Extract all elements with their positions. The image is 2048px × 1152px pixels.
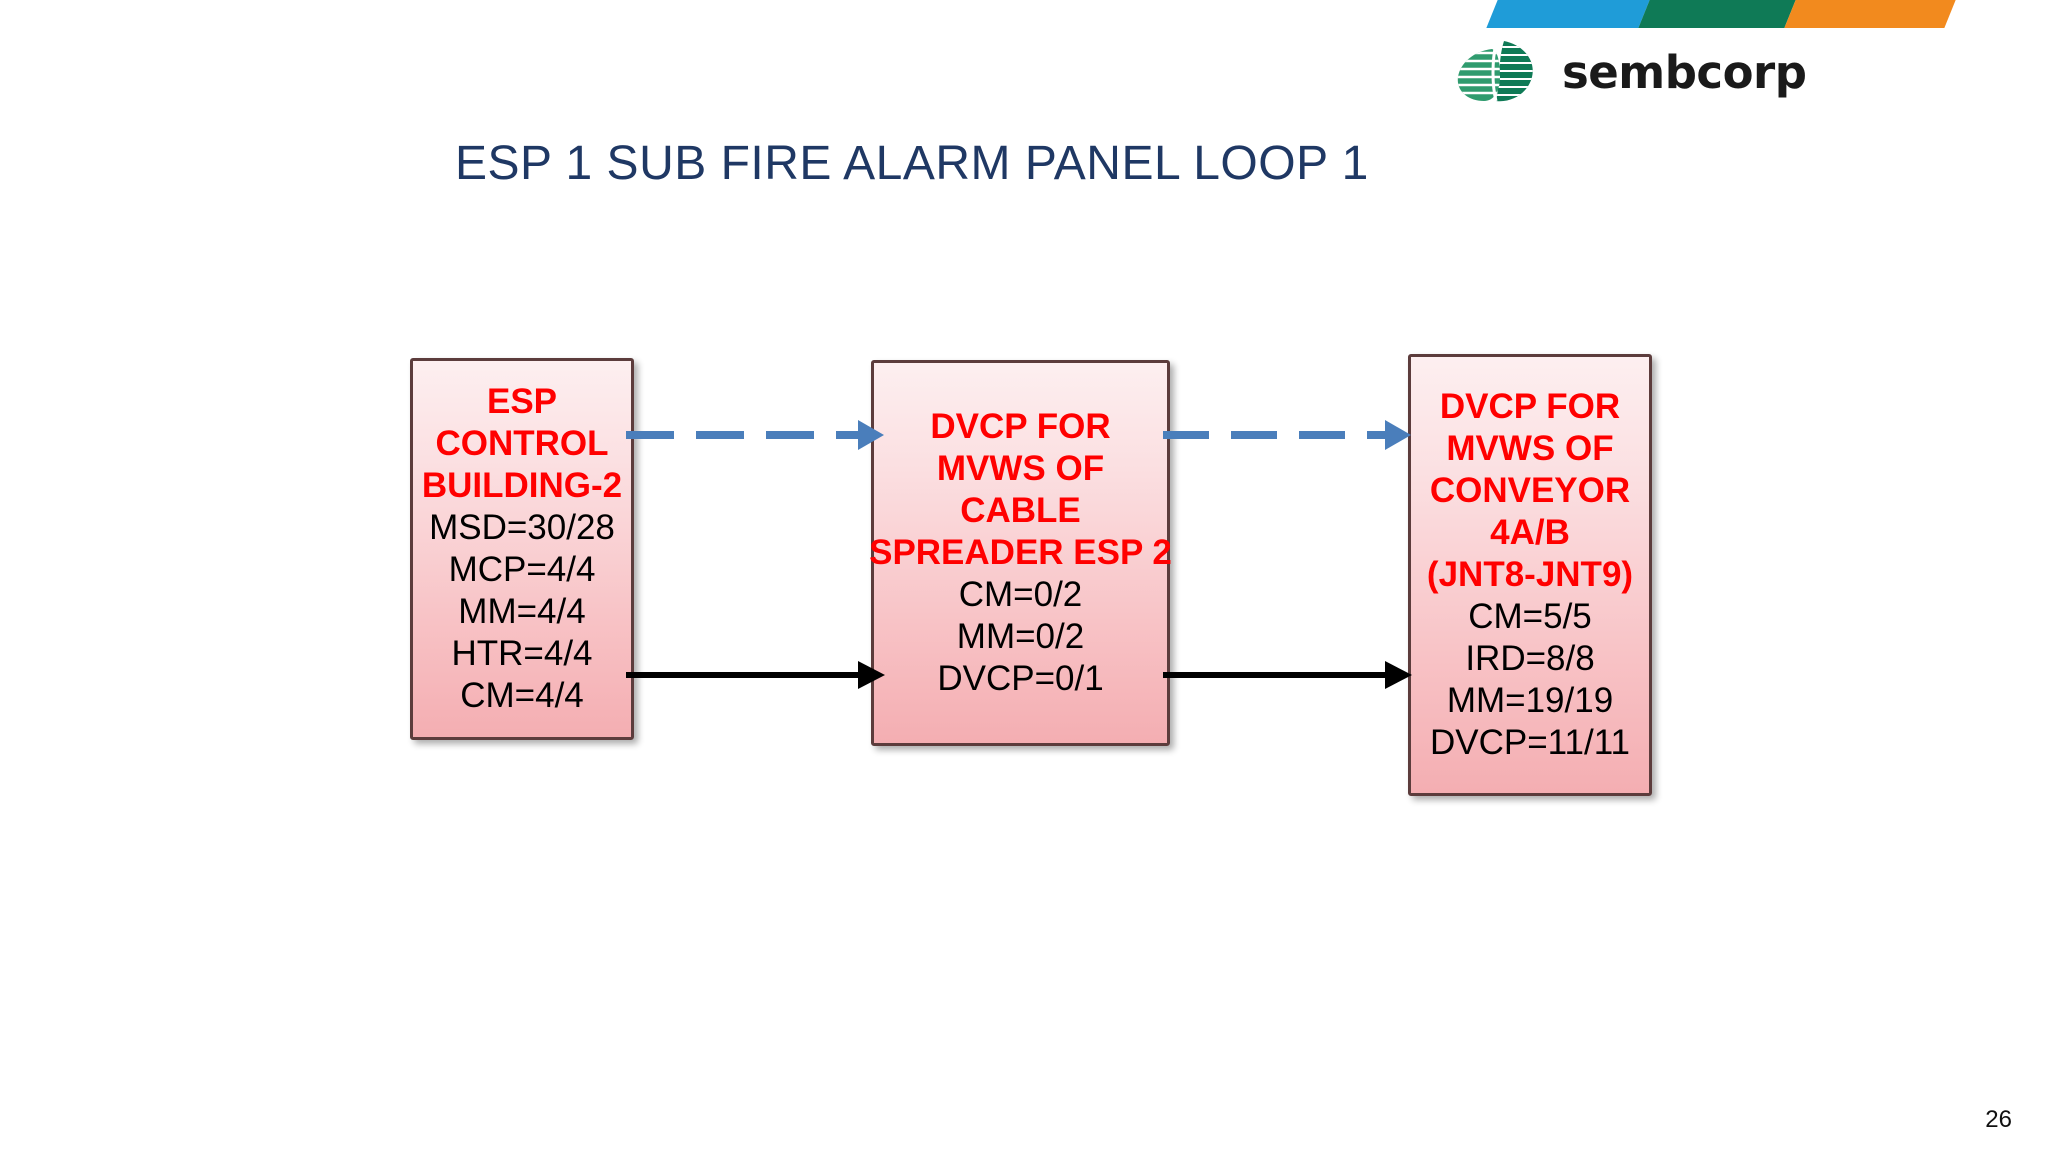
node-value-line: CM=5/5 <box>1468 597 1592 636</box>
banner-stripe-green <box>1635 0 1799 28</box>
node-value-line: DVCP=11/11 <box>1429 723 1631 762</box>
node-title-line: CONTROL <box>435 424 609 463</box>
diagram-node-esp-control-building-2[interactable]: ESP CONTROL BUILDING-2 MSD=30/28 MCP=4/4… <box>410 358 634 740</box>
node-value-line: MM=4/4 <box>458 592 586 631</box>
connector-dashed-box2-box3 <box>1163 420 1411 450</box>
diagram-node-dvcp-mvws-cable-spreader-esp-2[interactable]: DVCP FOR MVWS OF CABLE SPREADER ESP 2 CM… <box>869 360 1172 746</box>
node-value-line: CM=0/2 <box>958 575 1083 614</box>
node-value-line: CM=4/4 <box>460 676 584 715</box>
node-value-line: IRD=8/8 <box>1465 639 1595 678</box>
node-title-line: MVWS OF <box>936 449 1105 488</box>
brand-banner <box>1462 0 2048 28</box>
node-value-line: MCP=4/4 <box>448 550 596 589</box>
node-value-line: MM=19/19 <box>1446 681 1614 720</box>
node-value-line: MM=0/2 <box>956 617 1085 656</box>
sembcorp-leaf-icon <box>1457 41 1533 102</box>
node-value-line: HTR=4/4 <box>451 634 593 673</box>
connector-solid-box2-box3 <box>1163 661 1412 689</box>
node-title-line: BUILDING-2 <box>421 466 623 505</box>
brand-logo: sembcorp <box>1452 36 1922 108</box>
node-title-line: MVWS OF <box>1446 429 1614 468</box>
node-title-line: ESP <box>486 382 558 421</box>
page-number: 26 <box>1985 1106 2012 1133</box>
node-title-line: (JNT8-JNT9) <box>1426 555 1634 594</box>
node-title-line: 4A/B <box>1490 513 1570 552</box>
page-title: ESP 1 SUB FIRE ALARM PANEL LOOP 1 <box>455 137 1369 190</box>
connector-solid-box1-box2 <box>626 661 885 689</box>
node-title-line: CONVEYOR <box>1429 471 1631 510</box>
connector-dashed-box1-box2 <box>626 420 884 450</box>
banner-stripe-blue <box>1483 0 1653 28</box>
node-value-line: MSD=30/28 <box>429 508 615 547</box>
node-title-line: CABLE <box>960 491 1081 530</box>
node-title-line: DVCP FOR <box>1439 387 1621 426</box>
node-value-line: DVCP=0/1 <box>937 659 1104 698</box>
node-title-line: DVCP FOR <box>930 407 1111 446</box>
brand-wordmark: sembcorp <box>1562 45 1807 99</box>
banner-stripe-orange <box>1781 0 1959 28</box>
node-title-line: SPREADER ESP 2 <box>869 533 1172 572</box>
diagram-node-dvcp-mvws-conveyor-4ab[interactable]: DVCP FOR MVWS OF CONVEYOR 4A/B (JNT8-JNT… <box>1408 354 1652 796</box>
